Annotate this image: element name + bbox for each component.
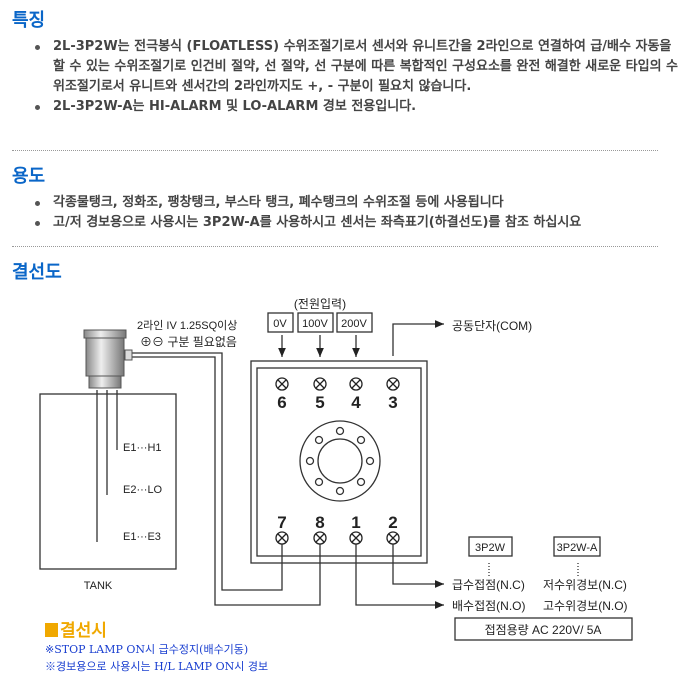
contact-capacity: 접점용량 AC 220V/ 5A: [485, 623, 602, 637]
square-icon: [45, 623, 58, 637]
terminal-2: 2: [388, 513, 397, 532]
terminal-6: 6: [277, 393, 286, 412]
model-3p2w: 3P2W: [475, 542, 506, 554]
com-label: 공동단자(COM): [452, 319, 532, 333]
supply-contact-label: 급수접점(N.C): [452, 578, 525, 592]
terminal-1: 1: [351, 513, 360, 532]
socket-holes: [305, 426, 375, 496]
divider: [12, 246, 658, 247]
list-item: 고/저 경보용으로 사용시는 3P2W-A를 사용하시고 센서는 좌측표기(하결…: [0, 213, 680, 233]
wiring-note-title: 결선시: [60, 621, 107, 641]
power-input-label: (전원입력): [294, 297, 346, 311]
terminal-3: 3: [388, 393, 397, 412]
power-0v: 0V: [273, 318, 287, 330]
note-line: ※STOP LAMP ON시 급수정지(배수기동): [45, 643, 249, 656]
usage-list: 각종물탱크, 정화조, 팽창탱크, 부스타 탱크, 폐수탱크의 수위조절 등에 …: [0, 193, 680, 233]
electrode-label: E1···E3: [123, 531, 161, 543]
power-100v: 100V: [302, 318, 328, 330]
terminal-7: 7: [277, 513, 286, 532]
list-item: 2L-3P2W-A는 HI-ALARM 및 LO-ALARM 경보 전용입니다.: [0, 97, 680, 117]
electrode-label: E2···LO: [123, 484, 163, 496]
divider: [12, 150, 658, 151]
terminal-5: 5: [315, 393, 324, 412]
list-item: 각종물탱크, 정화조, 팽창탱크, 부스타 탱크, 폐수탱크의 수위조절 등에 …: [0, 193, 680, 213]
cable-polarity: ⊕⊖ 구분 필요없음: [140, 335, 237, 349]
wiring-heading: 결선도: [12, 262, 62, 283]
note-line: ※경보용으로 사용시는 H/L LAMP ON시 경보: [45, 660, 269, 673]
terminal-4: 4: [351, 393, 361, 412]
model-3p2w-a: 3P2W-A: [557, 542, 598, 554]
features-heading: 특징: [12, 10, 46, 31]
tank-label: TANK: [84, 580, 113, 592]
tank-box: [39, 393, 177, 570]
cable-spec: 2라인 IV 1.25SQ이상: [137, 319, 237, 332]
low-alarm-label: 저수위경보(N.C): [543, 578, 627, 592]
electrode-label: E1···H1: [123, 442, 162, 454]
drain-contact-label: 배수접점(N.O): [452, 599, 526, 613]
sensor-head-icon: [83, 329, 133, 389]
list-item: 2L-3P2W는 전극봉식 (FLOATLESS) 수위조절기로서 센서와 유니…: [0, 37, 680, 97]
unit-inner-box: [256, 367, 422, 557]
usage-heading: 용도: [12, 166, 46, 187]
high-alarm-label: 고수위경보(N.O): [543, 599, 628, 613]
terminal-8: 8: [315, 513, 324, 532]
unit-outer-box: [250, 360, 428, 564]
features-list: 2L-3P2W는 전극봉식 (FLOATLESS) 수위조절기로서 센서와 유니…: [0, 37, 680, 117]
power-200v: 200V: [341, 318, 367, 330]
wiring-note-heading: 결선시: [45, 616, 107, 641]
terminal-screws: [275, 377, 400, 545]
